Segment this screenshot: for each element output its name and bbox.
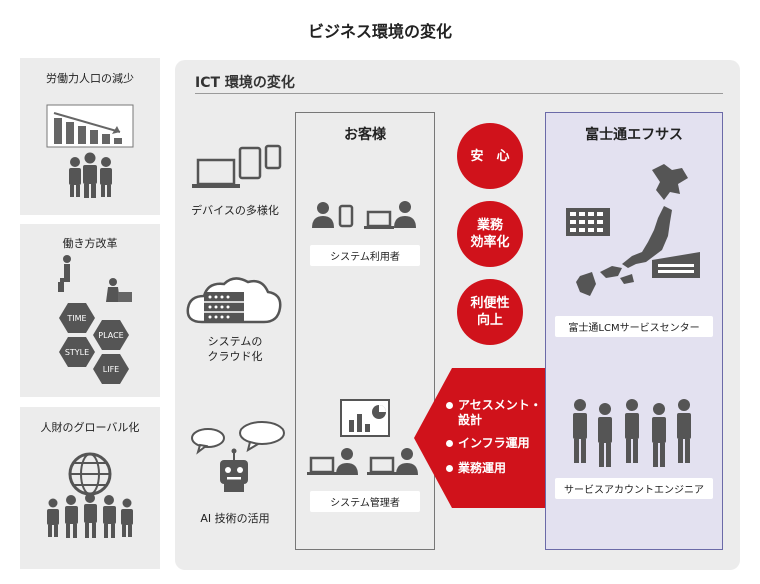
customer-title: お客様 bbox=[344, 127, 386, 143]
lcm-center-label: 富士通LCMサービスセンター bbox=[555, 316, 713, 337]
value-text: 安 心 bbox=[470, 148, 510, 164]
bullet-icon bbox=[446, 465, 453, 472]
value-text-1: 利便性 bbox=[470, 296, 510, 311]
service-infra-label: インフラ運用 bbox=[458, 436, 530, 450]
value-text-2: 向上 bbox=[476, 313, 503, 328]
cloud-server-icon bbox=[186, 277, 282, 324]
customer-box bbox=[295, 112, 435, 550]
system-admin-label: システム管理者 bbox=[310, 491, 420, 512]
value-text-1: 業務 bbox=[476, 218, 503, 233]
hex-place: PLACE bbox=[98, 331, 123, 340]
account-engineer-label: サービスアカウントエンジニア bbox=[555, 478, 713, 499]
engineers-icon bbox=[573, 399, 691, 467]
ict-cloud-label-1: システムの bbox=[207, 335, 263, 348]
panel-label: 労働力人口の減少 bbox=[46, 72, 134, 85]
bullet-icon bbox=[446, 440, 453, 447]
ict-section-title: ICT 環境の変化 bbox=[195, 75, 295, 91]
service-infra-ops: インフラ運用 bbox=[446, 434, 530, 451]
hex-time: TIME bbox=[66, 314, 86, 323]
panel-global-talent: 人財のグローバル化 bbox=[20, 407, 160, 569]
bullet-icon bbox=[446, 402, 453, 409]
section-divider bbox=[195, 93, 723, 94]
globe-people-icon bbox=[47, 452, 133, 538]
value-circle-efficiency: 業務 効率化 bbox=[457, 201, 523, 267]
service-business-ops: 業務運用 bbox=[446, 459, 506, 476]
declining-chart-icon bbox=[46, 104, 134, 198]
fujitsu-title: 富士通エフサス bbox=[585, 127, 683, 143]
panel-work-style-reform: 働き方改革 TIME PLACE STYLE LIFE bbox=[20, 224, 160, 397]
panel-labor-decrease: 労働力人口の減少 bbox=[20, 58, 160, 215]
devices-icon bbox=[192, 144, 282, 188]
ict-devices-label: デバイスの多様化 bbox=[191, 204, 279, 217]
system-user-label: システム利用者 bbox=[310, 245, 420, 266]
hex-life: LIFE bbox=[103, 365, 119, 374]
system-users-icon bbox=[312, 201, 416, 229]
service-assessment-1: アセスメント・ bbox=[458, 398, 542, 412]
service-assessment-2: 設計 bbox=[458, 413, 483, 427]
service-business-label: 業務運用 bbox=[458, 461, 507, 475]
ai-robot-icon bbox=[191, 421, 285, 492]
ict-ai-label: AI 技術の活用 bbox=[200, 512, 270, 525]
value-circle-safety: 安 心 bbox=[457, 123, 523, 189]
panel-label: 人財のグローバル化 bbox=[40, 421, 140, 434]
page-title: ビジネス環境の変化 bbox=[307, 22, 452, 41]
panel-label: 働き方改革 bbox=[62, 237, 118, 250]
work-style-hex-icon: TIME PLACE STYLE LIFE bbox=[58, 255, 132, 384]
hex-style: STYLE bbox=[65, 348, 89, 357]
ict-cloud-label-2: クラウド化 bbox=[207, 350, 263, 363]
value-text-2: 効率化 bbox=[470, 235, 510, 250]
japan-map-icon bbox=[566, 164, 700, 296]
system-admins-icon bbox=[307, 399, 418, 475]
service-assessment: アセスメント・ bbox=[446, 396, 542, 413]
value-circle-convenience: 利便性 向上 bbox=[457, 279, 523, 345]
